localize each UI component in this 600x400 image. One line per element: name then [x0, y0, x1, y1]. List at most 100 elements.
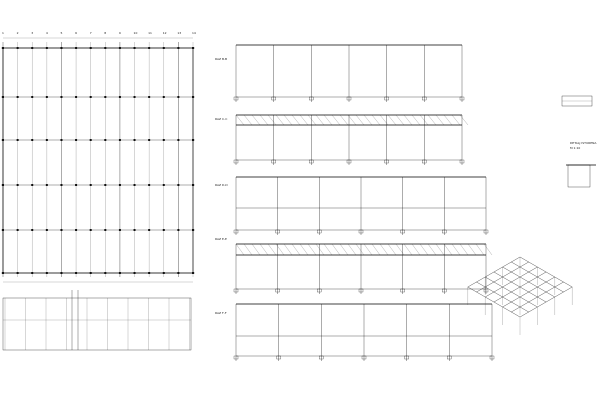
plan-column-label: 14 — [192, 31, 196, 35]
section-footing — [275, 229, 280, 234]
section-footing — [275, 288, 280, 293]
truss-diagonal — [291, 243, 301, 256]
section-c: RAZ C-C — [215, 114, 462, 161]
plan-column — [16, 96, 19, 98]
section-footing — [317, 229, 322, 234]
truss-diagonal — [355, 243, 365, 256]
plan-column — [133, 272, 136, 274]
truss-diagonal — [387, 243, 397, 256]
plan-column — [16, 47, 19, 49]
truss-diagonal — [251, 243, 261, 256]
plan-column — [45, 184, 48, 186]
plan-column — [45, 229, 48, 231]
truss-diagonal — [283, 243, 293, 256]
plan-column — [60, 139, 63, 141]
truss-diagonal — [267, 243, 277, 256]
plan-column — [2, 96, 4, 98]
truss-diagonal — [275, 114, 285, 126]
plan-column-label: 10 — [134, 31, 138, 35]
plan-column — [148, 47, 151, 49]
plan-column — [148, 272, 151, 274]
section-d-title: RAZ D-D — [215, 183, 228, 187]
plan-column — [104, 96, 107, 98]
plan-column — [177, 47, 180, 49]
plan-column — [2, 47, 4, 49]
truss-diagonal — [395, 114, 405, 126]
plan-column-label: 3 — [31, 31, 33, 35]
plan-column-label: 12 — [163, 31, 167, 35]
plan-column — [104, 139, 107, 141]
lower-elevation-grid — [3, 290, 191, 350]
truss-diagonal — [331, 114, 341, 126]
sections-column: RAZ B-B RAZ C-C RAZ D-D RAZ E-E RAZ F-F — [215, 44, 495, 361]
plan-column — [45, 139, 48, 141]
truss-diagonal — [339, 243, 349, 256]
plan-column — [192, 47, 194, 49]
truss-diagonal — [363, 243, 373, 256]
plan-column — [177, 96, 180, 98]
section-footing — [442, 288, 447, 293]
truss-diagonal — [243, 114, 253, 126]
plan-column — [177, 139, 180, 141]
section-footing — [459, 159, 465, 164]
truss-diagonal — [443, 243, 453, 256]
isometric-frame-icon — [467, 256, 573, 335]
plan-column — [2, 184, 4, 186]
section-footing — [233, 229, 239, 234]
truss-diagonal — [315, 243, 325, 256]
truss-diagonal — [443, 114, 453, 126]
plan-column-label: 7 — [90, 31, 92, 35]
truss-diagonal — [307, 114, 317, 126]
truss-diagonal — [371, 243, 381, 256]
truss-diagonal — [435, 243, 445, 256]
truss-diagonal — [299, 114, 309, 126]
section-footing — [309, 159, 314, 164]
plan-grid — [1, 37, 195, 283]
truss-diagonal — [427, 243, 437, 256]
plan-column-label: 4 — [46, 31, 48, 35]
plan-column — [60, 184, 63, 186]
section-footing — [346, 96, 352, 101]
plan-column — [133, 96, 136, 98]
truss-diagonal — [235, 243, 245, 256]
plan-column — [60, 47, 63, 49]
truss-diagonal — [243, 243, 253, 256]
plan-column — [16, 272, 19, 274]
axon-beam — [502, 266, 555, 298]
plan-column — [2, 229, 4, 231]
truss-diagonal — [267, 114, 277, 126]
plan-column — [192, 184, 194, 186]
plan-column — [75, 184, 78, 186]
plan-column — [16, 184, 19, 186]
truss-diagonal — [347, 114, 357, 126]
plan-column — [104, 47, 107, 49]
plan-column — [192, 272, 194, 274]
section-footing — [422, 96, 427, 101]
plan-column — [75, 229, 78, 231]
section-footing — [422, 159, 427, 164]
detail-subtitle: M 1:10 — [570, 146, 580, 150]
truss-diagonal — [403, 243, 413, 256]
plan-column — [89, 229, 92, 231]
section-footing — [442, 229, 447, 234]
plan-column — [118, 47, 121, 49]
detail-small — [561, 95, 593, 107]
plan-column — [162, 184, 165, 186]
plan-column — [89, 184, 92, 186]
section-columns — [233, 45, 495, 361]
truss-diagonal — [379, 243, 389, 256]
section-footing — [358, 288, 364, 293]
truss-diagonal — [387, 114, 397, 126]
plan-column — [133, 184, 136, 186]
plan-column — [118, 229, 121, 231]
plan-column — [133, 139, 136, 141]
plan-column — [31, 139, 34, 141]
section-footing — [319, 355, 324, 360]
truss-diagonal — [451, 243, 461, 256]
plan-column — [162, 96, 165, 98]
plan-column — [192, 96, 194, 98]
plan-column-label: 5 — [60, 31, 62, 35]
